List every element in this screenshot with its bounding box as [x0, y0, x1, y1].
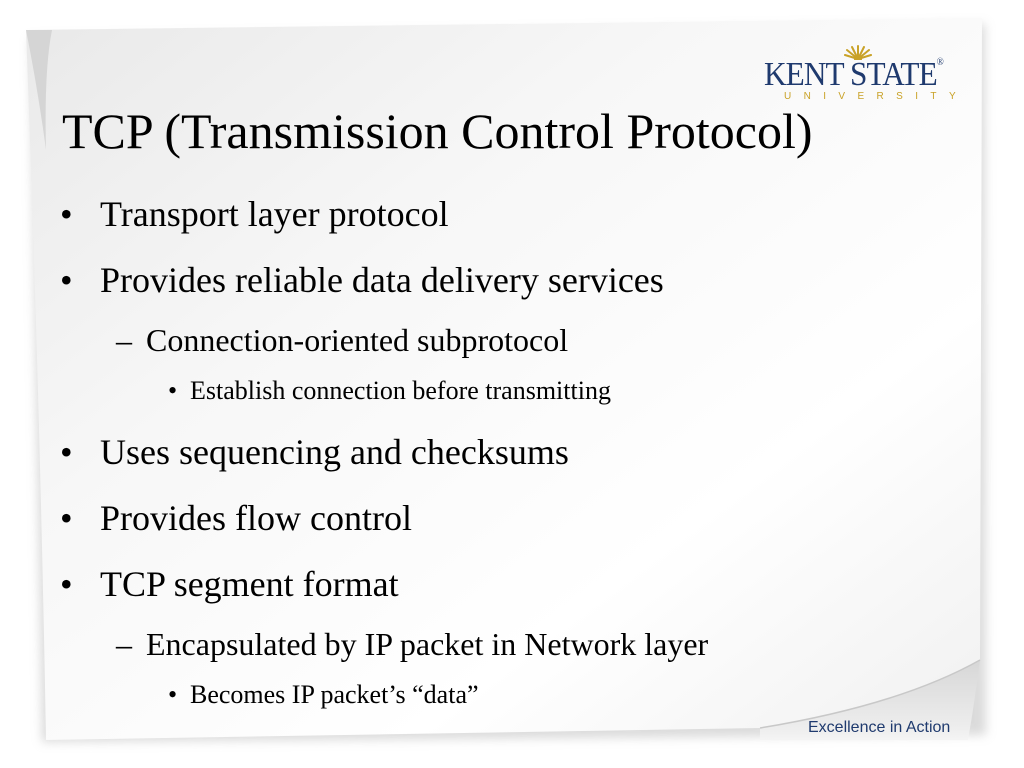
logo-subtitle: UNIVERSITY	[784, 91, 969, 102]
bullet-level-1: • TCP segment format	[60, 564, 399, 605]
sunburst-icon	[844, 45, 872, 60]
bullet-text: Uses sequencing and checksums	[100, 432, 569, 472]
bullet-level-2: –Connection-oriented subprotocol	[116, 322, 569, 359]
bullet-text: Transport layer protocol	[100, 194, 449, 234]
slide-title: TCP (Transmission Control Protocol)	[62, 103, 813, 159]
bullet-text: Provides flow control	[100, 498, 412, 538]
bullet-marker: •	[60, 260, 73, 300]
bullet-marker: •	[168, 680, 178, 709]
bullet-text: Establish connection before transmitting	[190, 376, 611, 405]
tagline: Excellence in Action	[808, 719, 951, 736]
bullet-marker: •	[168, 376, 178, 405]
kent-state-logo: KENT STATE® UNIVERSITY	[762, 44, 968, 106]
bullet-level-1: • Provides reliable data delivery service…	[60, 260, 664, 301]
bullet-level-1: • Uses sequencing and checksums	[60, 432, 569, 473]
bullet-marker: –	[116, 322, 132, 358]
bullet-marker: •	[60, 498, 73, 538]
bullet-marker: •	[60, 564, 73, 604]
bullet-text: Connection-oriented subprotocol	[146, 322, 569, 358]
bullet-level-3: • Becomes IP packet’s “data”	[168, 680, 479, 710]
logo-wordmark: KENT STATE®	[764, 56, 944, 93]
bullet-marker: –	[116, 626, 132, 662]
bullet-text: Encapsulated by IP packet in Network lay…	[146, 626, 709, 662]
bullet-text: Provides reliable data delivery services	[100, 260, 664, 300]
bullet-level-2: –Encapsulated by IP packet in Network la…	[116, 626, 709, 663]
bullet-level-3: • Establish connection before transmittin…	[168, 376, 611, 406]
logo-trademark: ®	[936, 57, 944, 68]
bullet-level-1: • Transport layer protocol	[60, 194, 449, 235]
logo-name: KENT STATE	[764, 56, 938, 93]
bullet-marker: •	[60, 194, 73, 234]
bullet-level-1: • Provides flow control	[60, 498, 412, 539]
bullet-text: TCP segment format	[100, 564, 399, 604]
bullet-text: Becomes IP packet’s “data”	[190, 680, 479, 709]
bullet-marker: •	[60, 432, 73, 472]
